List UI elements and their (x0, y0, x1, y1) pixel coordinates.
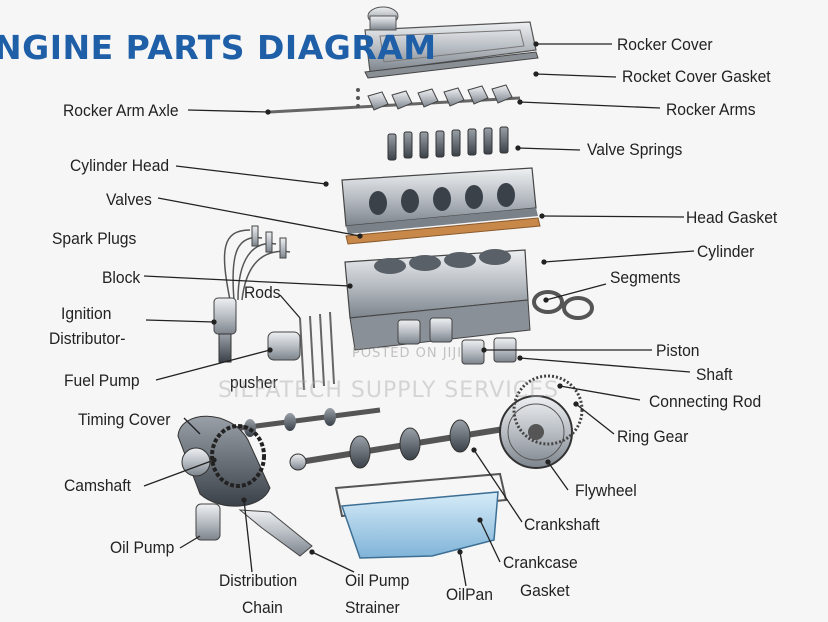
label-timing-cover: Timing Cover (78, 410, 171, 429)
label-oil-pan: OilPan (446, 585, 493, 604)
label-connecting-rod: Connecting Rod (649, 392, 762, 411)
label-head-gasket: Head Gasket (686, 208, 778, 227)
label-crankcase: Crankcase (503, 553, 578, 572)
label-fuel-pump: Fuel Pump (64, 371, 140, 390)
distributor-part (213, 297, 237, 363)
label-distributor: Distributor- (49, 329, 126, 348)
segments-part (532, 290, 594, 320)
oil-pump-part (195, 503, 313, 557)
label-rocket-cover-gasket: Rocket Cover Gasket (622, 67, 771, 86)
label-shaft: Shaft (696, 365, 733, 384)
label-rocker-cover: Rocker Cover (617, 35, 713, 54)
cylinder-head-part (341, 167, 541, 245)
label-oil-pump: Oil Pump (110, 538, 175, 557)
label-distribution: Distribution (219, 571, 298, 590)
diagram-title: NGINE PARTS DIAGRAM (0, 28, 437, 67)
label-rods: Rods (244, 283, 281, 302)
pushrods-part (299, 311, 335, 391)
label-chain: Chain (242, 598, 283, 617)
label-cylinder-head: Cylinder Head (70, 156, 170, 175)
fuel-pump-part (267, 331, 301, 361)
label-segments: Segments (610, 268, 681, 287)
label-ignition: Ignition (61, 304, 112, 323)
oil-pan-part (334, 472, 508, 559)
label-spark-plugs: Spark Plugs (52, 229, 137, 248)
label-flywheel: Flywheel (575, 481, 637, 500)
label-rocker-arms: Rocker Arms (666, 100, 756, 119)
crankshaft-part (289, 419, 511, 471)
leader-lines (143, 41, 695, 587)
label-ring-gear: Ring Gear (617, 427, 689, 446)
label-valves: Valves (106, 190, 152, 209)
label-crankshaft: Crankshaft (524, 515, 600, 534)
label-cylinder: Cylinder (697, 242, 755, 261)
flywheel-part (499, 374, 584, 469)
label-piston: Piston (656, 341, 700, 360)
label-block: Block (102, 268, 141, 287)
label-camshaft: Camshaft (64, 476, 131, 495)
rocker-cover-part (364, 6, 539, 79)
label-oil-pump-strainer-line1: Oil Pump (345, 571, 410, 590)
timing-cover-part (177, 415, 271, 507)
label-rocker-arm-axle: Rocker Arm Axle (63, 101, 179, 120)
valve-springs-part (387, 126, 509, 161)
label-oil-pump-strainer-line2: Strainer (345, 598, 400, 617)
label-valve-springs: Valve Springs (587, 140, 683, 159)
label-gasket: Gasket (520, 581, 570, 600)
label-pusher: pusher (230, 373, 278, 392)
spark-plugs-part (223, 225, 291, 301)
rocker-arms-part (269, 84, 521, 114)
